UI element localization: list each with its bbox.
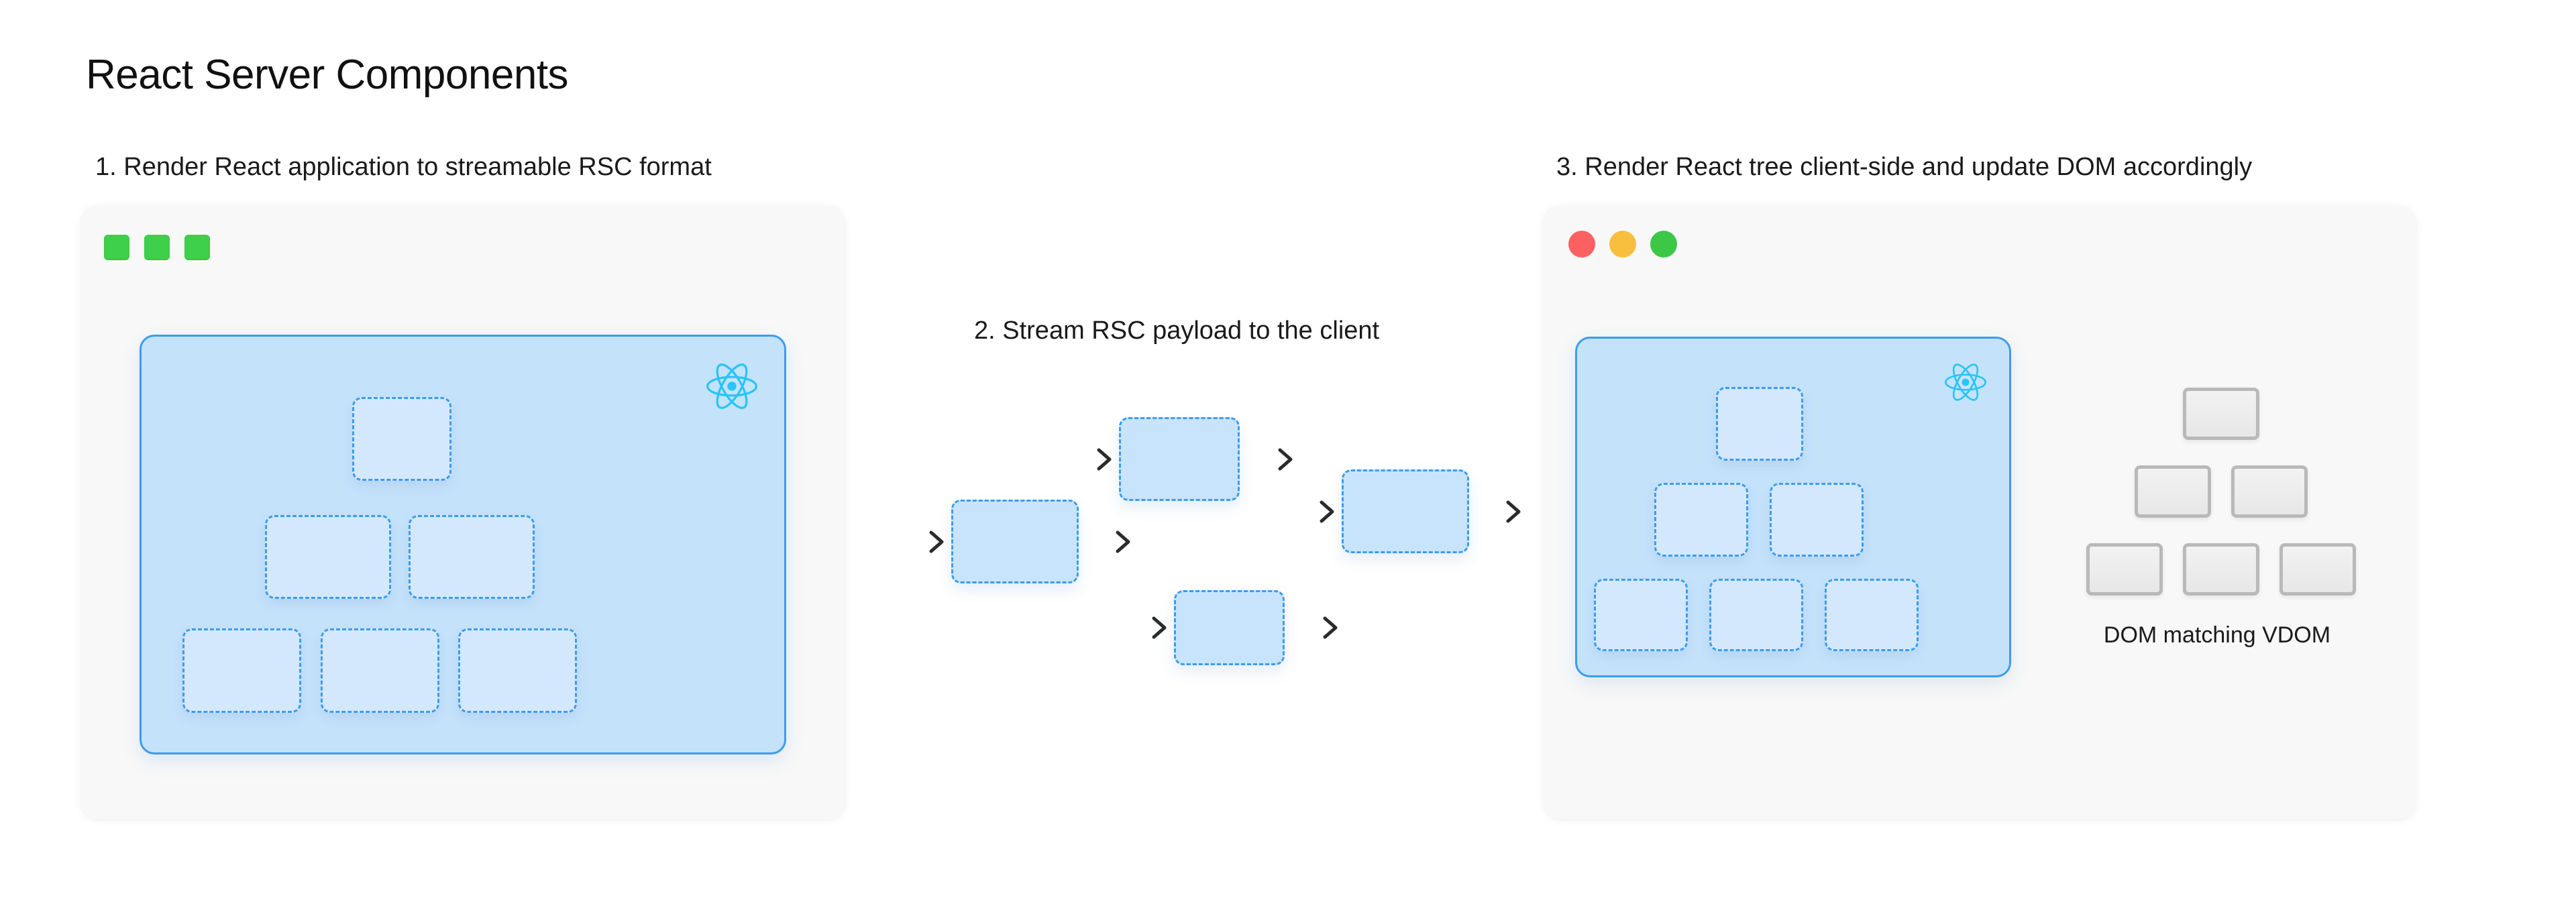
react-atom-icon [1945,363,1986,401]
rsc-chunk [1342,469,1469,553]
rsc-chunk [1174,590,1285,665]
server-window-dots [104,235,210,260]
stream-arrow-icon [1067,448,1112,471]
client-vdom-node [1770,483,1864,557]
dom-node [2279,543,2356,596]
window-dot-square-green-icon [144,235,170,260]
window-dot-maximize-green-icon[interactable] [1650,231,1677,258]
dom-node [2183,388,2259,440]
dom-node [2183,543,2259,596]
stream-arrow-icon [1293,616,1338,639]
server-react-tree-canvas [140,335,786,754]
client-vdom-node [1654,483,1748,557]
client-vdom-node [1594,579,1688,651]
window-dot-square-green-icon [104,235,129,260]
server-tree-node [458,628,577,713]
dom-tree: DOM matching VDOM [2053,388,2381,669]
stream-arrow-icon [1289,500,1334,523]
window-dot-minimize-yellow-icon[interactable] [1609,231,1636,258]
step-3-caption: 3. Render React tree client-side and upd… [1556,153,2253,181]
client-vdom-node [1716,387,1803,461]
server-tree-node [409,515,535,599]
stream-arrow-icon [899,530,944,553]
server-tree-node [182,628,301,713]
page-title: React Server Components [86,52,569,98]
react-atom-icon [706,363,757,409]
client-vdom-tree-canvas [1575,337,2011,677]
dom-node [2231,465,2308,518]
dom-node [2135,465,2211,518]
client-window-dots [1568,231,1677,258]
server-tree-node [321,628,439,713]
stream-arrow-icon [1122,616,1167,639]
rsc-chunk [1119,417,1240,501]
stream-arrow-icon [1476,500,1521,523]
step-1-caption: 1. Render React application to streamabl… [95,153,712,181]
server-tree-node [352,397,451,481]
server-tree-node [265,515,391,599]
rsc-chunk [951,500,1079,583]
rsc-stream-area [892,389,1536,684]
dom-node [2086,543,2163,596]
step-2-caption: 2. Stream RSC payload to the client [974,317,1380,345]
dom-tree-label: DOM matching VDOM [2103,622,2331,648]
server-window-panel [80,205,845,819]
window-dot-close-red-icon[interactable] [1568,231,1595,258]
stream-arrow-icon [1248,448,1293,471]
window-dot-square-green-icon [184,235,210,260]
stream-arrow-icon [1085,530,1130,553]
client-window-panel: DOM matching VDOM [1543,205,2416,819]
client-vdom-node [1709,579,1803,651]
client-vdom-node [1825,579,1919,651]
